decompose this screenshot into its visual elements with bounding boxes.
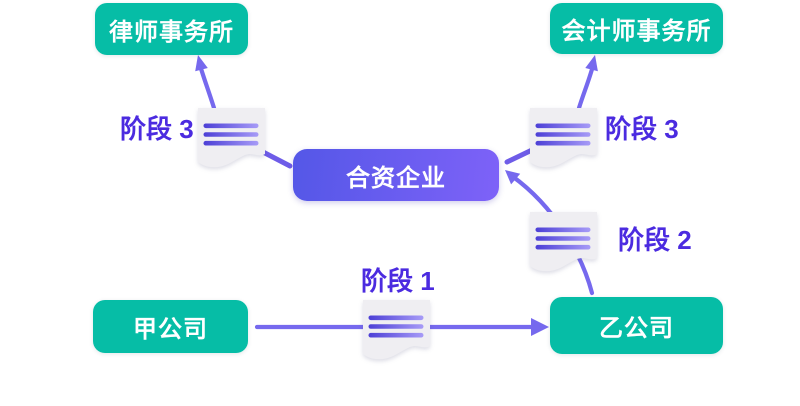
stage3-right-label: 阶段 3 [605,114,679,144]
node-joint-venture-label: 合资企业 [346,164,446,192]
stage3-right-document-icon [530,108,597,168]
joint-venture-left-connector [260,149,293,169]
node-company-a-label: 甲公司 [133,316,208,343]
stage1-label: 阶段 1 [361,266,435,296]
stage2-label: 阶段 2 [618,225,692,255]
node-law-firm-label: 律师事务所 [109,18,234,46]
node-company-b: 乙公司 [550,297,723,354]
stage3-left-arrow [195,55,217,111]
stage3-right-arrow [576,55,598,111]
node-accounting-firm-label: 会计师事务所 [561,18,712,45]
stage3-left-document-icon [198,108,265,168]
stage2-document-icon [530,212,597,272]
node-joint-venture: 合资企业 [293,149,499,201]
node-accounting-firm: 会计师事务所 [550,3,723,54]
node-law-firm: 律师事务所 [95,3,248,55]
joint-venture-right-connector [504,147,535,165]
stage3-left-label: 阶段 3 [120,114,194,144]
node-company-a: 甲公司 [93,300,248,353]
node-company-b-label: 乙公司 [599,315,674,342]
stage1-document-icon [363,300,430,360]
